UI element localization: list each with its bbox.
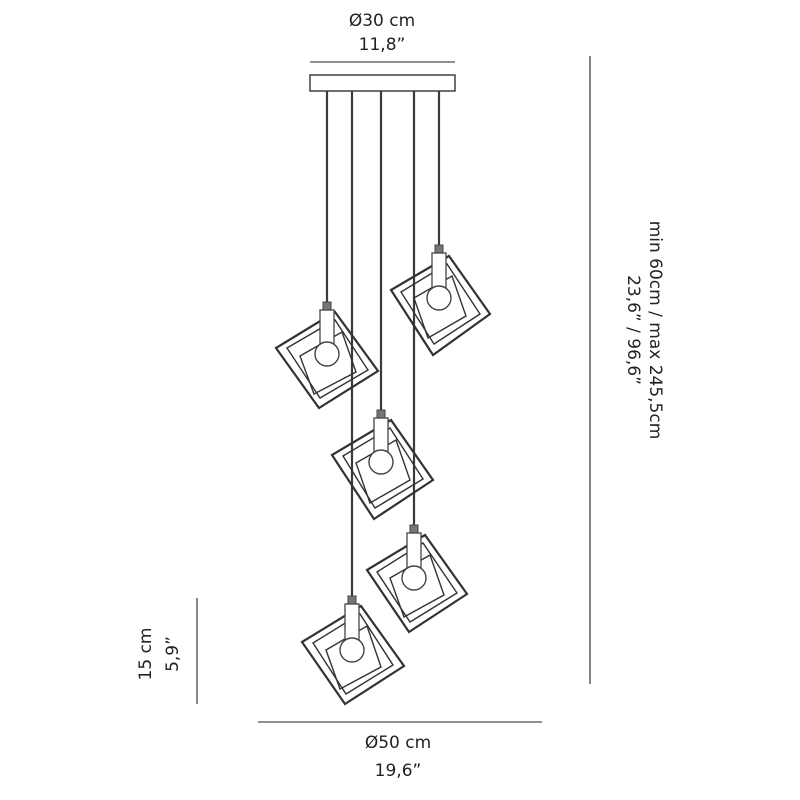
shade-height-metric-label: 15 cm [136,628,156,681]
height-dimension: min 60cm / max 245,5cm 23,6” / 96,6” [589,56,665,684]
cube-outer-frame [300,604,406,706]
top-diameter-dimension: Ø30 cm 11,8” [310,11,455,63]
cube-outer-frame [389,254,492,357]
socket-cap [376,409,386,419]
socket-cap [434,244,444,254]
cube-outer-frame [330,418,435,521]
shade-height-imperial-label: 5,9” [163,636,183,672]
bottom-diameter-imperial-label: 19,6” [375,761,422,781]
bulb-stem [319,309,335,347]
bulb [368,449,394,475]
top-diameter-metric-label: Ø30 cm [349,11,415,31]
pendant-shade-5 [389,244,492,357]
socket-cap [322,301,332,311]
height-metric-label: min 60cm / max 245,5cm [645,221,665,440]
cube-outer-frame [274,310,380,410]
top-diameter-imperial-label: 11,8” [359,35,406,55]
bulb [339,637,365,663]
pendant-shade-2 [300,595,406,706]
ceiling-canopy [309,74,456,92]
cube-outer-frame [365,533,469,634]
bulb [314,341,340,367]
height-imperial-label: 23,6” / 96,6” [623,275,643,385]
suspension-cables [325,91,441,598]
shade-height-dimension: 15 cm 5,9” [136,598,198,704]
bulb [426,285,452,311]
pendant-shade-1 [274,301,380,410]
pendant-shade-4 [365,524,469,634]
socket-cap [347,595,357,605]
pendant-shade-3 [330,409,435,521]
socket-cap [409,524,419,534]
bulb [401,565,427,591]
bottom-diameter-dimension: Ø50 cm 19,6” [258,721,542,781]
bulb-stem [406,532,422,572]
bottom-diameter-metric-label: Ø50 cm [365,733,431,753]
bulb-stem [431,252,447,290]
